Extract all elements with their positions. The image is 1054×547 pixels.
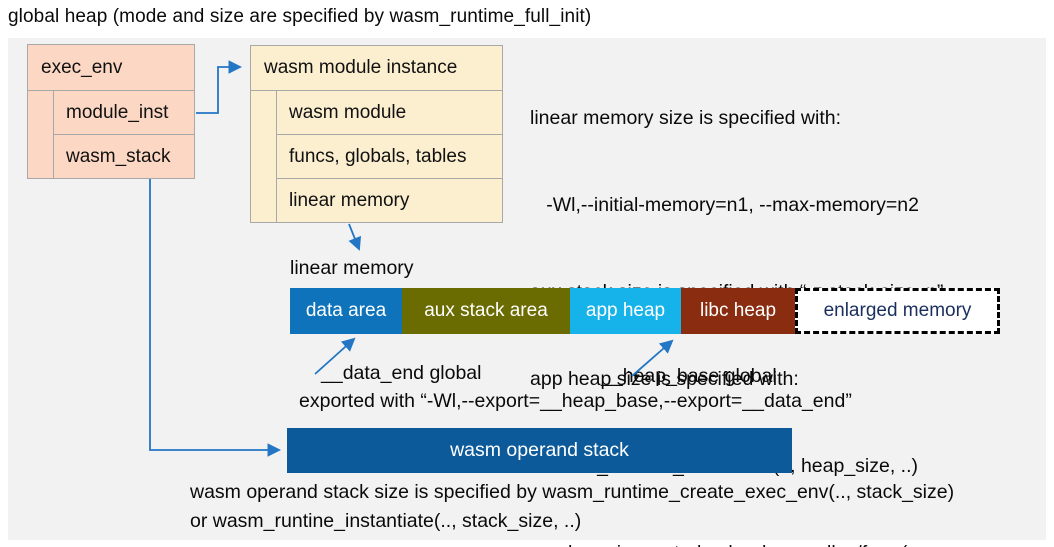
heap-base-global-label: __heap_base global bbox=[601, 365, 777, 387]
exec-env-box: exec_env module_inst wasm_stack bbox=[27, 44, 195, 179]
data-end-global-label: __data_end global bbox=[321, 362, 482, 384]
operand-stack-info-text: wasm operand stack size is specified by … bbox=[190, 478, 954, 536]
linear-memory-bar: data area aux stack area app heap libc h… bbox=[290, 288, 1000, 334]
export-flags-label: exported with “-Wl,--export=__heap_base,… bbox=[299, 390, 852, 412]
exec-env-header: exec_env bbox=[28, 45, 194, 91]
segment-app-heap: app heap bbox=[570, 288, 681, 334]
instance-row-wasm-module: wasm module bbox=[277, 91, 502, 135]
segment-enlarged-memory: enlarged memory bbox=[795, 288, 1000, 334]
exec-env-fields: module_inst wasm_stack bbox=[53, 91, 194, 178]
info-line: app heap size is specified with: bbox=[530, 368, 799, 390]
info-line: -Wl,--initial-memory=n1, --max-memory=n2 bbox=[530, 194, 919, 216]
wasm-operand-stack-bar: wasm operand stack bbox=[287, 428, 792, 473]
exec-env-row-wasm-stack: wasm_stack bbox=[66, 145, 171, 167]
wasm-module-instance-box: wasm module instance wasm module funcs, … bbox=[250, 45, 503, 223]
wasm-module-instance-fields: wasm module funcs, globals, tables linea… bbox=[276, 91, 502, 222]
exec-env-row-module-inst: module_inst bbox=[54, 91, 194, 135]
segment-data-area: data area bbox=[290, 288, 402, 334]
info-line: app heap is created only when malloc/fre… bbox=[530, 539, 943, 547]
instance-row-linear-memory: linear memory bbox=[289, 189, 410, 211]
footer-line: wasm operand stack size is specified by … bbox=[190, 481, 955, 503]
segment-aux-stack-area: aux stack area bbox=[402, 288, 570, 334]
footer-line: or wasm_runtine_instantiate(.., stack_si… bbox=[190, 510, 582, 532]
instance-row-funcs-globals-tables: funcs, globals, tables bbox=[277, 135, 502, 179]
diagram-title: global heap (mode and size are specified… bbox=[8, 6, 592, 27]
segment-libc-heap: libc heap bbox=[681, 288, 795, 334]
wasm-module-instance-header: wasm module instance bbox=[251, 46, 502, 91]
linear-memory-label: linear memory bbox=[290, 257, 414, 279]
info-line: linear memory size is specified with: bbox=[530, 107, 842, 129]
